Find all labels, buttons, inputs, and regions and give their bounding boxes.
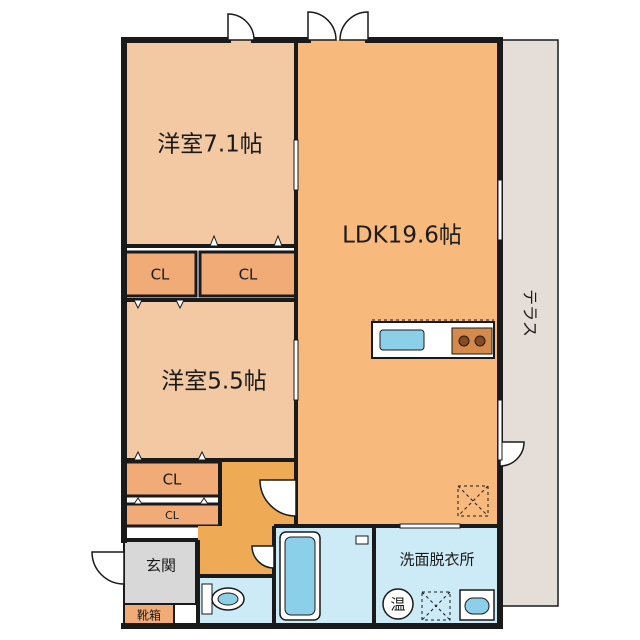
washer-space	[421, 591, 451, 621]
shoe-box-label: 靴箱	[137, 608, 161, 623]
bathtub	[279, 531, 369, 621]
bedroom-5-5-label: 洋室5.5帖	[161, 369, 267, 395]
bedroom-7-1-label: 洋室7.1帖	[157, 132, 263, 158]
top-door-double	[307, 11, 369, 41]
fridge-space	[457, 485, 489, 517]
bedroom-7-1	[124, 40, 296, 244]
ldk-door	[259, 479, 297, 517]
toilet	[201, 583, 245, 615]
interior-walls	[124, 40, 500, 626]
closet-1	[122, 250, 198, 298]
closet-2-label: CL	[239, 266, 258, 284]
entrance-label: 玄関	[146, 557, 176, 575]
kitchen-counter	[371, 319, 495, 359]
water-heater	[382, 588, 414, 620]
terrace	[499, 39, 559, 607]
terrace-door	[499, 441, 525, 467]
entrance-door	[91, 551, 125, 585]
wash-basin	[459, 589, 495, 621]
toilet-door	[251, 545, 275, 569]
washroom-label: 洗面脱衣所	[399, 551, 474, 569]
water-heater-label: 温	[390, 596, 405, 614]
ldk-room	[296, 40, 500, 526]
bedroom-5-5	[124, 302, 296, 458]
closet-1-label: CL	[151, 266, 170, 284]
terrace-label: テラス	[521, 289, 540, 337]
ldk-label: LDK19.6帖	[342, 223, 462, 249]
closet-3-label: CL	[163, 471, 182, 489]
closet-2	[198, 250, 298, 298]
closet-4-label: CL	[165, 509, 180, 522]
top-door-left	[227, 13, 255, 41]
sliding-doors	[133, 139, 503, 529]
